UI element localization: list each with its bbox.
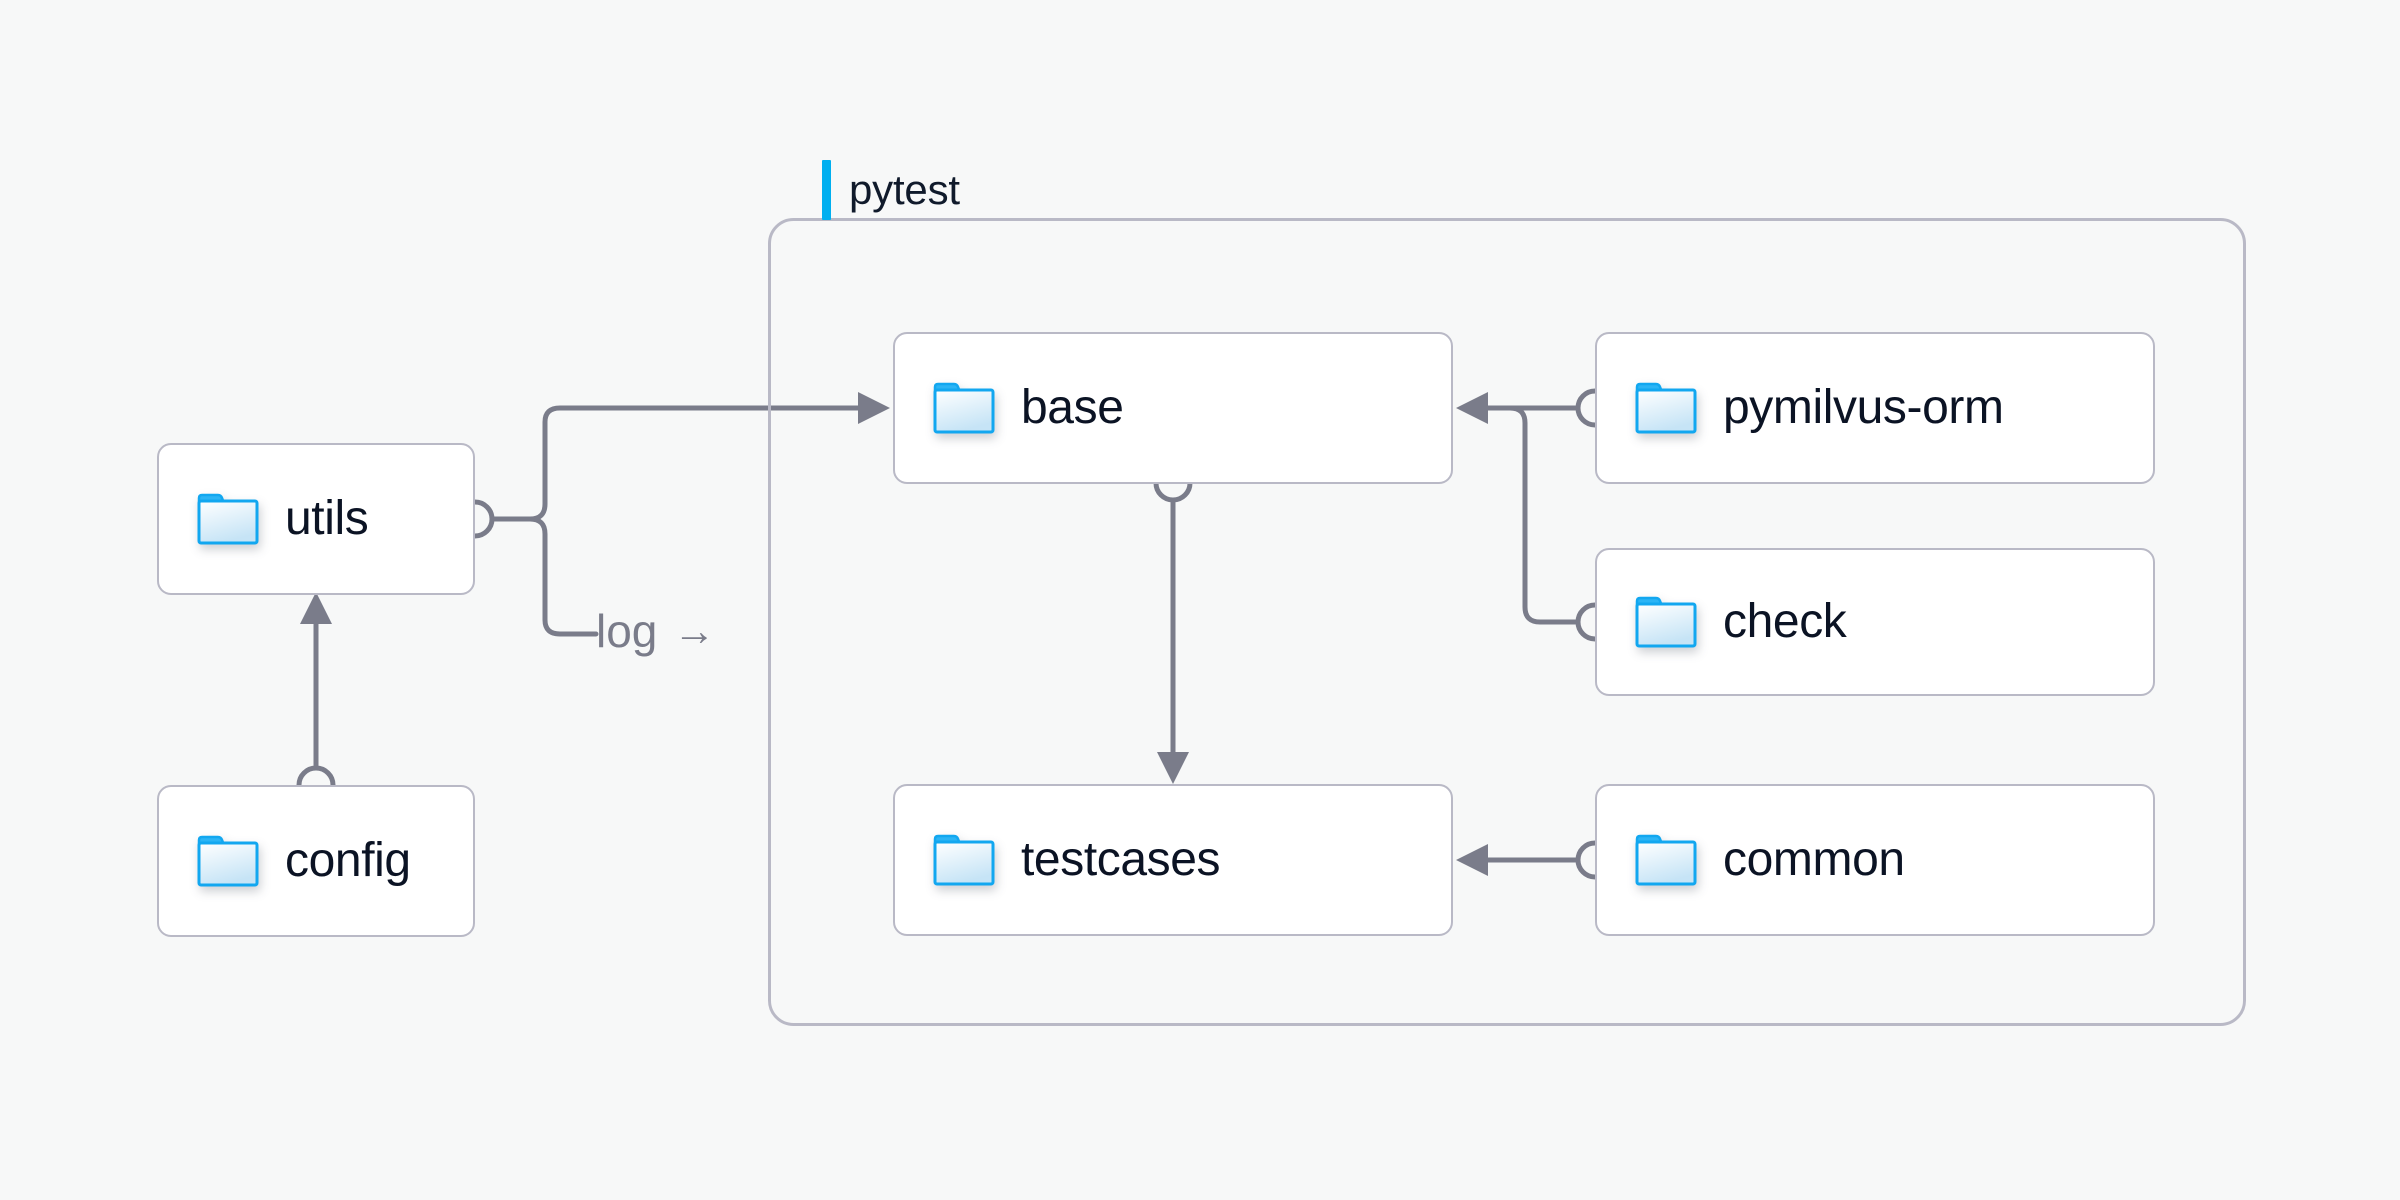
node-check[interactable]: check — [1595, 548, 2155, 696]
folder-icon — [197, 835, 259, 887]
node-base[interactable]: base — [893, 332, 1453, 484]
folder-icon — [1635, 834, 1697, 886]
edge-label-log-text: log — [596, 605, 658, 657]
node-testcases[interactable]: testcases — [893, 784, 1453, 936]
node-pymilvus-orm[interactable]: pymilvus-orm — [1595, 332, 2155, 484]
node-label: base — [1021, 381, 1124, 434]
group-accent-bar — [822, 160, 831, 220]
folder-icon — [1635, 382, 1697, 434]
node-config[interactable]: config — [157, 785, 475, 937]
folder-icon — [197, 493, 259, 545]
group-title-label: pytest — [845, 169, 964, 211]
node-label: config — [285, 834, 411, 887]
node-label: check — [1723, 595, 1847, 648]
node-label: common — [1723, 833, 1905, 886]
group-border — [768, 218, 2246, 1026]
node-label: utils — [285, 492, 369, 545]
edge-utils-log — [455, 499, 599, 637]
edge-label-log: log → — [596, 608, 715, 654]
node-label: pymilvus-orm — [1723, 381, 2004, 434]
group-title: pytest — [822, 160, 972, 220]
node-common[interactable]: common — [1595, 784, 2155, 936]
folder-icon — [933, 834, 995, 886]
arrow-right-icon: → — [673, 607, 716, 654]
group-container-pytest: pytest — [768, 160, 2246, 1026]
node-utils[interactable]: utils — [157, 443, 475, 595]
folder-icon — [1635, 596, 1697, 648]
node-label: testcases — [1021, 833, 1221, 886]
folder-icon — [933, 382, 995, 434]
edge-config-to-utils — [296, 592, 336, 805]
